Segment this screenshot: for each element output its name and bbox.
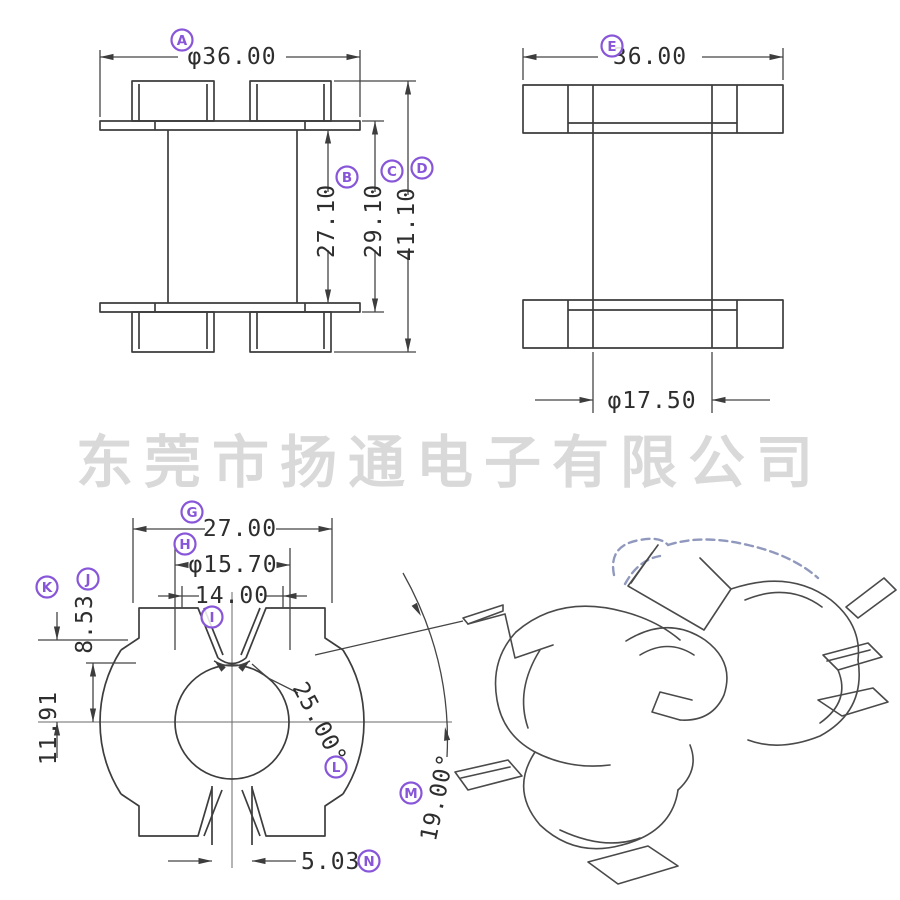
front-view-outline <box>99 80 361 353</box>
side-view-dimension-lines <box>522 48 784 413</box>
dim-top-offset-853: 8.53 <box>72 594 98 653</box>
dim-label-I: I <box>200 605 224 629</box>
svg-text:A: A <box>177 33 188 49</box>
isometric-view <box>454 537 897 885</box>
dim-top-slot-width: 14.00 <box>195 583 269 609</box>
svg-text:K: K <box>42 580 53 596</box>
dim-label-H: H <box>173 532 197 556</box>
svg-text:E: E <box>607 39 616 55</box>
side-view: 36.00 φ17.50 E <box>522 34 784 414</box>
dim-label-A: A <box>170 28 194 52</box>
svg-text:H: H <box>179 537 190 553</box>
dim-label-K: K <box>35 575 59 599</box>
front-view: φ36.00 27.10 29.10 41.10 A B C D <box>99 28 434 353</box>
top-view: 27.00 φ15.70 14.00 8.53 11.91 25.00° 19.… <box>35 500 464 875</box>
dim-label-C: C <box>380 159 404 183</box>
dim-label-L: L <box>324 755 348 779</box>
dim-top-width: 27.00 <box>203 516 277 542</box>
svg-text:D: D <box>416 161 427 177</box>
dim-side-flange-width: 36.00 <box>613 44 687 70</box>
side-view-outline <box>522 84 784 349</box>
dim-front-mid-height: 29.10 <box>361 184 387 258</box>
dim-front-inner-height: 27.10 <box>314 184 340 258</box>
dim-top-angle-25: 25.00° <box>287 678 352 769</box>
dim-label-N: N <box>357 849 381 873</box>
dim-label-B: B <box>335 165 359 189</box>
svg-text:C: C <box>387 164 397 180</box>
dim-label-G: G <box>180 500 204 524</box>
svg-text:J: J <box>84 572 90 588</box>
dim-label-E: E <box>600 34 624 58</box>
svg-text:M: M <box>404 786 417 802</box>
svg-text:L: L <box>332 760 341 776</box>
dim-label-D: D <box>410 156 434 180</box>
dim-front-flange-diameter: φ36.00 <box>187 44 276 70</box>
dim-label-J: J <box>76 567 100 591</box>
dim-top-foot-width: 5.03 <box>301 849 360 875</box>
dim-top-angle-19: 19.00° <box>416 751 460 844</box>
isometric-outline <box>454 544 897 885</box>
top-view-centerlines <box>38 592 452 868</box>
svg-text:N: N <box>363 854 374 870</box>
svg-text:B: B <box>342 170 352 186</box>
dim-front-total-height: 41.10 <box>394 187 420 261</box>
company-watermark: 东莞市扬通电子有限公司 <box>76 430 824 496</box>
svg-text:G: G <box>186 505 197 521</box>
dim-side-core-diameter: φ17.50 <box>607 388 696 414</box>
svg-text:I: I <box>209 610 214 626</box>
isometric-blue-sketch-lines <box>611 537 820 586</box>
dim-label-M: M <box>399 781 423 805</box>
dim-top-offset-1191: 11.91 <box>36 691 62 765</box>
dim-top-boss-diameter: φ15.70 <box>188 552 277 578</box>
